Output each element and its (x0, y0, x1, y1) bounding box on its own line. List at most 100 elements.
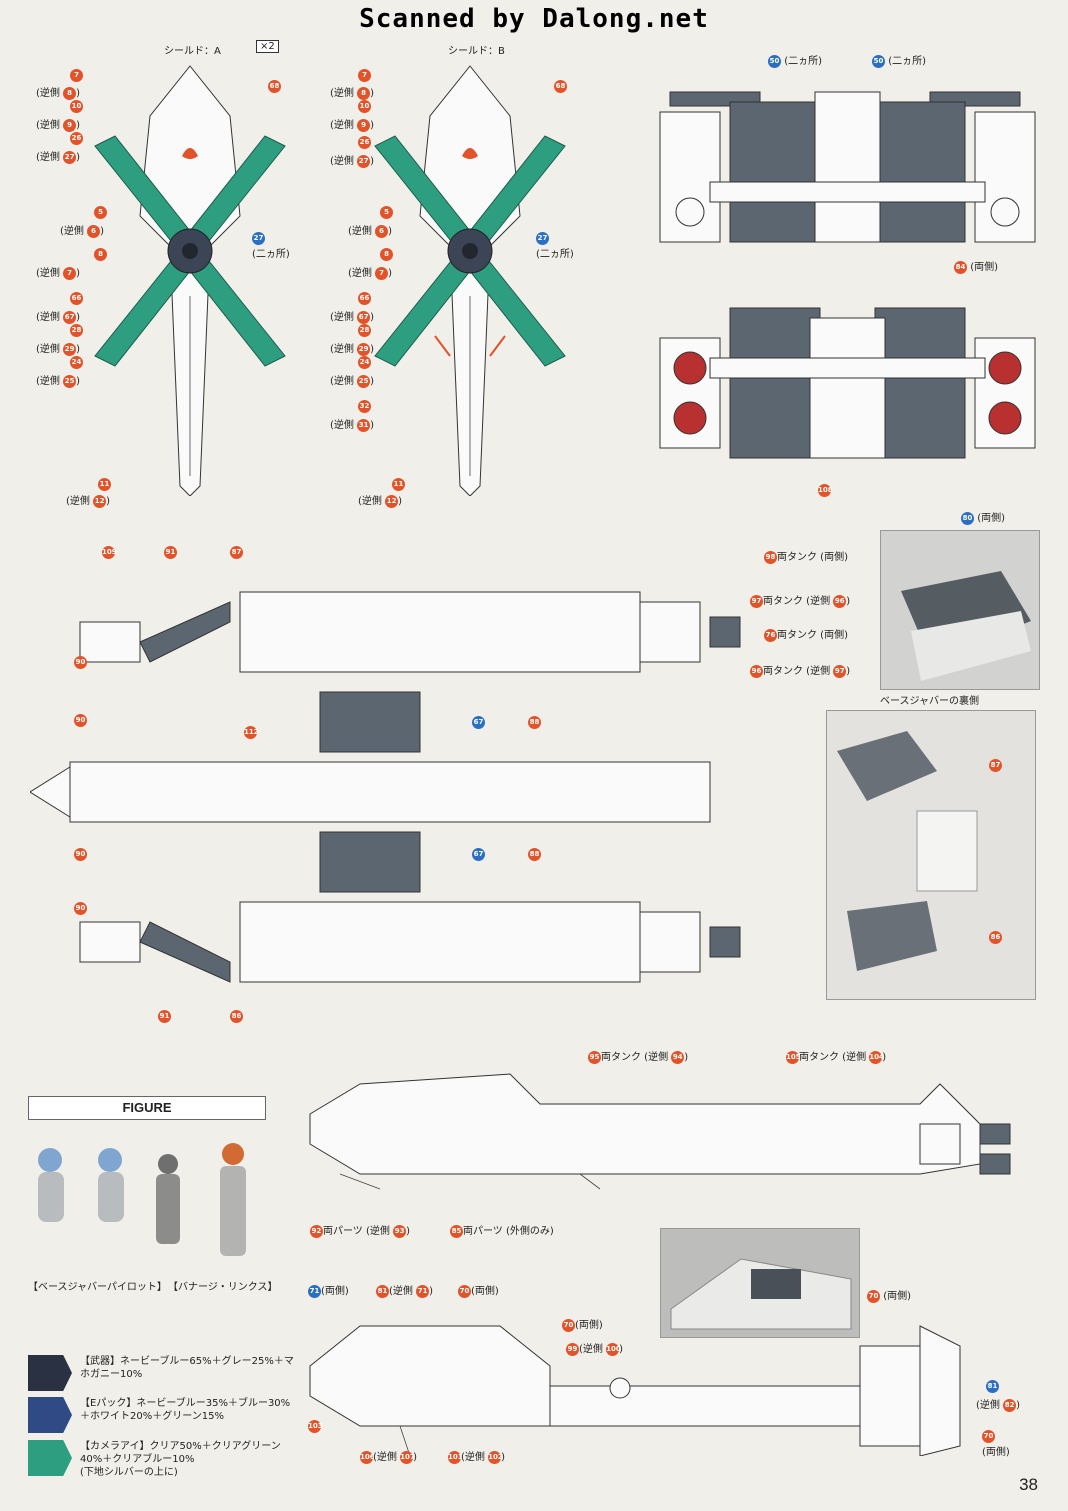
shield-b-label-66: 66 (358, 292, 371, 305)
legend-weapon-text: 【武器】ネービーブルー65%＋グレー25%＋マホガニー10% (80, 1356, 294, 1380)
shield-a-drawing (94, 65, 286, 496)
shield-b-label-5: 5 (380, 206, 393, 219)
shield-a-label-7b: (逆側 7) (36, 266, 80, 280)
lower-view-drawing (309, 1325, 961, 1456)
shield-b-label-27: (逆側 27) (330, 154, 374, 168)
shield-a-center-label: 27(二ヵ所) (252, 232, 290, 260)
lower-view-label-81b: 81 (986, 1380, 999, 1393)
top-view-label-91b: 91 (158, 1010, 171, 1023)
swatch-weapon (28, 1355, 72, 1391)
color-legend-epack: 【Eパック】ネービーブルー35%＋ブルー30%＋ホワイト20%＋グリーン15% (28, 1397, 298, 1435)
rear-view-drawing (659, 307, 1036, 459)
legend-epack-text: 【Eパック】ネービーブルー35%＋ブルー30%＋ホワイト20%＋グリーン15% (80, 1398, 291, 1422)
photo-cockpit-label: 70 (両側) (867, 1289, 911, 1303)
top-view-label-86: 86 (230, 1010, 243, 1023)
shield-b-label-6: (逆側 6) (348, 224, 392, 238)
front-view-label-bottom: 84 (両側) (954, 260, 998, 274)
top-view-label-90d: 90 (74, 902, 87, 915)
watermark: Scanned by Dalong.net (359, 4, 709, 34)
photo-2-caption: ベースジャバーの裏側 (880, 696, 979, 707)
figure-caption-banagher: 【バナージ・リンクス】 (168, 1282, 278, 1293)
photo-1-drawing (881, 531, 1039, 689)
lower-view-label-82: (逆側 82) (976, 1398, 1020, 1412)
lower-view-diagram: 70 (両側) 71(両側) 81(逆側 71) 70(両側) 70(両側) 9… (300, 1228, 1045, 1470)
top-view-label-67a: 67 (472, 716, 485, 729)
shield-b-label-11: 11 (392, 478, 405, 491)
figure-photos (28, 1130, 278, 1270)
front-view-label-top-left: 50 (二ヵ所) (768, 54, 822, 68)
lower-view-label-70b: 70(両側) (562, 1318, 603, 1332)
shield-b-label-68: 68 (554, 80, 567, 93)
shield-b-label-12: (逆側 12) (358, 494, 402, 508)
photo-2-label-86: 86 (989, 931, 1002, 944)
shield-b-label-7: 7 (358, 69, 371, 82)
top-view-label-112: 112 (244, 726, 259, 739)
top-view-label-67b: 67 (472, 848, 485, 861)
shield-a-diagram: シールド：A ×2 7 (逆側 8) 10 (逆側 9) 26 (逆側 27) … (30, 36, 330, 516)
side-view-label-105: 105両タンク (逆側 104) (786, 1050, 887, 1064)
top-view-label-90a: 90 (74, 656, 87, 669)
shield-b-drawing (374, 65, 566, 496)
photo-detail-2: 87 86 (826, 710, 1036, 1000)
shield-a-label-25: (逆側 25) (36, 374, 80, 388)
rear-view-diagram: 108 (650, 298, 1045, 498)
shield-b-title: シールド：B (448, 46, 505, 57)
top-view-label-90c: 90 (74, 848, 87, 861)
swatch-camera (28, 1440, 72, 1476)
front-view-diagram: 50 (二ヵ所) 50 (二ヵ所) 84 (両側) (650, 48, 1045, 278)
shield-a-title: シールド：A (164, 46, 221, 57)
shield-a-label-10: 10 (70, 100, 83, 113)
top-view-diagram: 109 91 87 90 90 90 90 91 86 67 88 112 67… (30, 546, 860, 1036)
shield-b-label-26: 26 (358, 136, 371, 149)
shield-a-label-9: (逆側 9) (36, 118, 80, 132)
shield-a-multiplier: ×2 (256, 40, 279, 53)
front-view-label-top-right: 50 (二ヵ所) (872, 54, 926, 68)
lower-view-label-106: 106(逆側 107) (360, 1450, 417, 1464)
figure-photos-drawing (38, 1143, 246, 1256)
lower-view-label-103: 103 (308, 1420, 323, 1433)
shield-a-label-8: (逆側 8) (36, 86, 80, 100)
top-view-label-88a: 88 (528, 716, 541, 729)
shield-a-label-8b: 8 (94, 248, 107, 261)
shield-b-label-29: (逆側 29) (330, 342, 374, 356)
shield-a-label-66: 66 (70, 292, 83, 305)
top-view-label-87: 87 (230, 546, 243, 559)
shield-a-label-24: 24 (70, 356, 83, 369)
swatch-epack (28, 1397, 72, 1433)
shield-a-label-6: (逆側 6) (60, 224, 104, 238)
shield-b-label-67: (逆側 67) (330, 310, 374, 324)
top-view-drawing (30, 591, 741, 983)
lower-view-label-70a: 70(両側) (458, 1284, 499, 1298)
banagher-figure-2 (220, 1143, 246, 1256)
lower-view-label-101: 101(逆側 102) (448, 1450, 505, 1464)
front-view-drawing (659, 91, 1036, 243)
shield-a-label-28: 28 (70, 324, 83, 337)
shield-b-label-8b: 8 (380, 248, 393, 261)
top-view-label-109: 109 (102, 546, 117, 559)
top-view-label-91: 91 (164, 546, 177, 559)
shield-b-label-9: (逆側 9) (330, 118, 374, 132)
lower-view-label-71: 71(両側) (308, 1284, 349, 1298)
figure-caption-pilot: 【ベースジャバーパイロット】 (28, 1282, 167, 1293)
photo-2-drawing (827, 711, 1035, 999)
photo-1-label: 80 (両側) (961, 511, 1005, 525)
shield-b-label-8: (逆側 8) (330, 86, 374, 100)
shield-b-center-label: 27(二ヵ所) (536, 232, 574, 260)
legend-camera-text: 【カメラアイ】クリア50%＋クリアグリーン40%＋クリアブルー10% (下地シル… (80, 1441, 281, 1478)
shield-b-label-25: (逆側 25) (330, 374, 374, 388)
shield-b-label-7b: (逆側 7) (348, 266, 392, 280)
color-legend-camera: 【カメラアイ】クリア50%＋クリアグリーン40%＋クリアブルー10% (下地シル… (28, 1440, 298, 1478)
lower-view-label-99: 99(逆側 100) (566, 1342, 623, 1356)
photo-detail-1: 80 (両側) (880, 511, 1040, 690)
photo-2-label-87: 87 (989, 759, 1002, 772)
shield-b-label-31: (逆側 31) (330, 418, 374, 432)
shield-a-label-26: 26 (70, 132, 83, 145)
